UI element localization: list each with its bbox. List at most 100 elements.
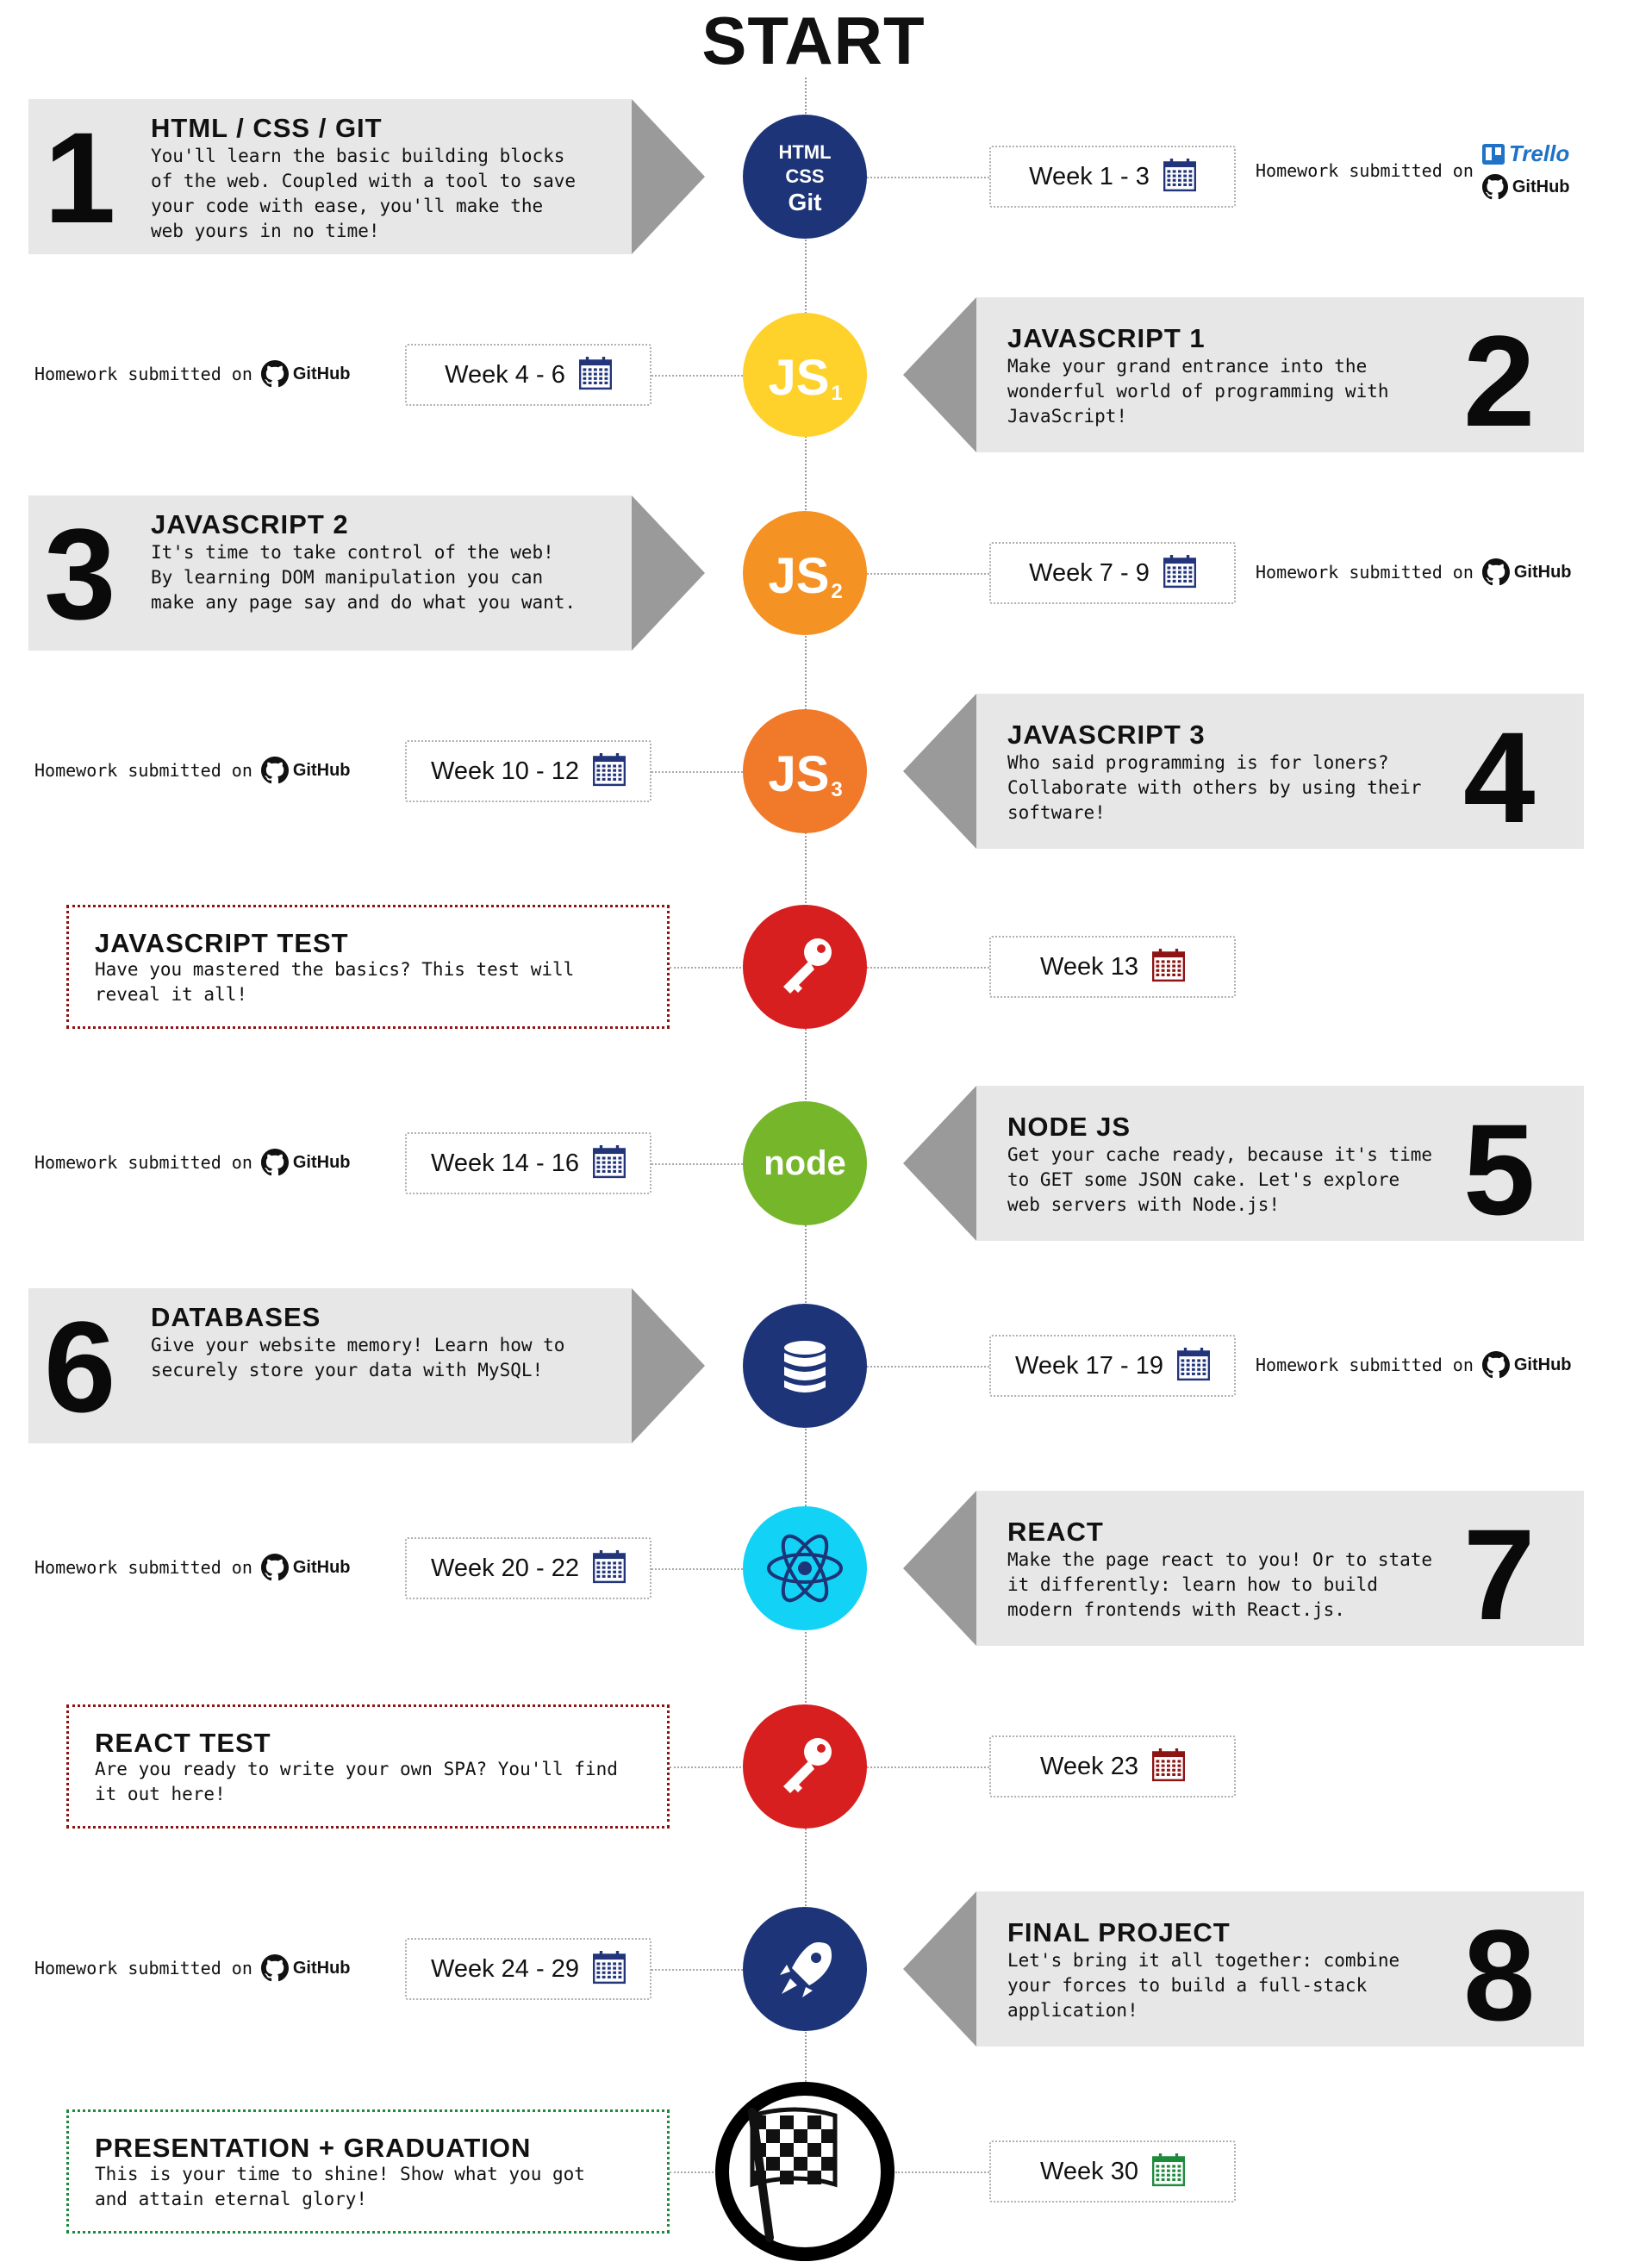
github-logo: GitHub xyxy=(1481,1351,1572,1379)
module-title: REACT xyxy=(1007,1517,1104,1547)
week-label: Week 4 - 6 xyxy=(445,360,565,389)
js-test-circle xyxy=(743,905,867,1029)
module-number: 8 xyxy=(1463,1903,1536,2047)
homework-label: Homework submitted on xyxy=(34,1958,252,1978)
week-range-badge: Week 30 xyxy=(989,2140,1236,2203)
week-range-badge: Week 4 - 6 xyxy=(405,344,651,406)
connector xyxy=(651,375,743,377)
module-title: JAVASCRIPT 2 xyxy=(151,509,349,539)
week-range-badge: Week 7 - 9 xyxy=(989,542,1236,604)
github-wordmark: GitHub xyxy=(292,364,351,383)
arrow-left xyxy=(903,1491,976,1646)
module-description: Make your grand entrance into the wonder… xyxy=(1007,356,1389,427)
calendar-icon xyxy=(578,356,612,395)
homework-note: Homework submitted on GitHub xyxy=(1256,558,1572,586)
homework-label: Homework submitted on xyxy=(1256,562,1474,583)
arrow-left xyxy=(903,694,976,849)
module-number: 5 xyxy=(1463,1097,1536,1242)
arrow-left xyxy=(903,297,976,452)
icon-label: HTML xyxy=(778,141,831,163)
week-label: Week 17 - 19 xyxy=(1015,1351,1163,1380)
connector xyxy=(670,2171,745,2173)
github-wordmark: GitHub xyxy=(1513,562,1572,582)
connector xyxy=(867,573,989,575)
icon-label: Git xyxy=(789,189,822,215)
checkered-flag-icon xyxy=(714,2081,895,2262)
module-number: 3 xyxy=(44,502,116,646)
node-circle: node xyxy=(743,1101,867,1225)
module-description: It's time to take control of the web! By… xyxy=(151,542,577,613)
module-title: HTML / CSS / GIT xyxy=(151,113,383,143)
week-range-badge: Week 13 xyxy=(989,936,1236,998)
github-wordmark: GitHub xyxy=(1512,177,1570,196)
connector xyxy=(895,2171,989,2173)
connector xyxy=(867,967,989,969)
final-project-circle xyxy=(743,1907,867,2031)
icon-label: 1 xyxy=(831,382,842,405)
week-range-badge: Week 20 - 22 xyxy=(405,1537,651,1599)
js3-circle: JS 3 xyxy=(743,709,867,833)
icon-label: node xyxy=(764,1144,846,1182)
week-label: Week 30 xyxy=(1040,2157,1138,2185)
module-description: Who said programming is for loners? Coll… xyxy=(1007,752,1422,823)
key-icon xyxy=(766,928,844,1006)
calendar-icon xyxy=(1176,1347,1211,1386)
connector xyxy=(651,1969,743,1971)
module-number: 4 xyxy=(1463,705,1536,850)
connector xyxy=(651,1163,743,1165)
key-icon xyxy=(766,1728,844,1805)
icon-label: JS xyxy=(769,746,830,802)
js2-circle: JS 2 xyxy=(743,511,867,635)
module-title: REACT TEST xyxy=(95,1728,271,1758)
html-css-git-icon: HTML CSS Git xyxy=(757,129,852,224)
week-range-badge: Week 14 - 16 xyxy=(405,1132,651,1194)
module-title: FINAL PROJECT xyxy=(1007,1917,1231,1947)
icon-label: 2 xyxy=(831,580,842,603)
week-range-badge: Week 10 - 12 xyxy=(405,740,651,802)
icon-label: CSS xyxy=(785,165,824,187)
module-number: 6 xyxy=(44,1294,116,1439)
week-label: Week 14 - 16 xyxy=(431,1149,579,1177)
github-logo: GitHub xyxy=(1481,558,1572,586)
calendar-icon xyxy=(592,1549,626,1588)
github-logo: GitHub xyxy=(260,1554,351,1581)
module-description: Are you ready to write your own SPA? You… xyxy=(95,1759,618,1804)
module-description: Make the page react to you! Or to state … xyxy=(1007,1549,1433,1620)
js-3-icon: JS 3 xyxy=(757,724,852,819)
icon-label: JS xyxy=(769,350,830,406)
node-icon: node xyxy=(753,1116,857,1211)
module-title: DATABASES xyxy=(151,1302,321,1332)
calendar-icon xyxy=(592,1144,626,1183)
github-logo: GitHub xyxy=(260,1149,351,1176)
connector xyxy=(651,1568,743,1570)
js-1-icon: JS 1 xyxy=(757,327,852,422)
github-logo: GitHub xyxy=(1481,174,1570,200)
rocket-icon xyxy=(766,1930,844,2008)
trello-logo: Trello xyxy=(1481,140,1569,167)
week-label: Week 10 - 12 xyxy=(431,757,579,785)
html-css-git-circle: HTML CSS Git xyxy=(743,115,867,239)
homework-label: Homework submitted on xyxy=(34,760,252,781)
icon-label: JS xyxy=(769,548,830,604)
homework-label: Homework submitted on xyxy=(34,1557,252,1578)
module-description: Give your website memory! Learn how to s… xyxy=(151,1335,565,1380)
calendar-icon xyxy=(592,752,626,791)
arrow-right xyxy=(632,495,705,651)
github-wordmark: GitHub xyxy=(1513,1355,1572,1374)
calendar-icon xyxy=(1151,948,1186,987)
arrow-right xyxy=(632,99,705,254)
